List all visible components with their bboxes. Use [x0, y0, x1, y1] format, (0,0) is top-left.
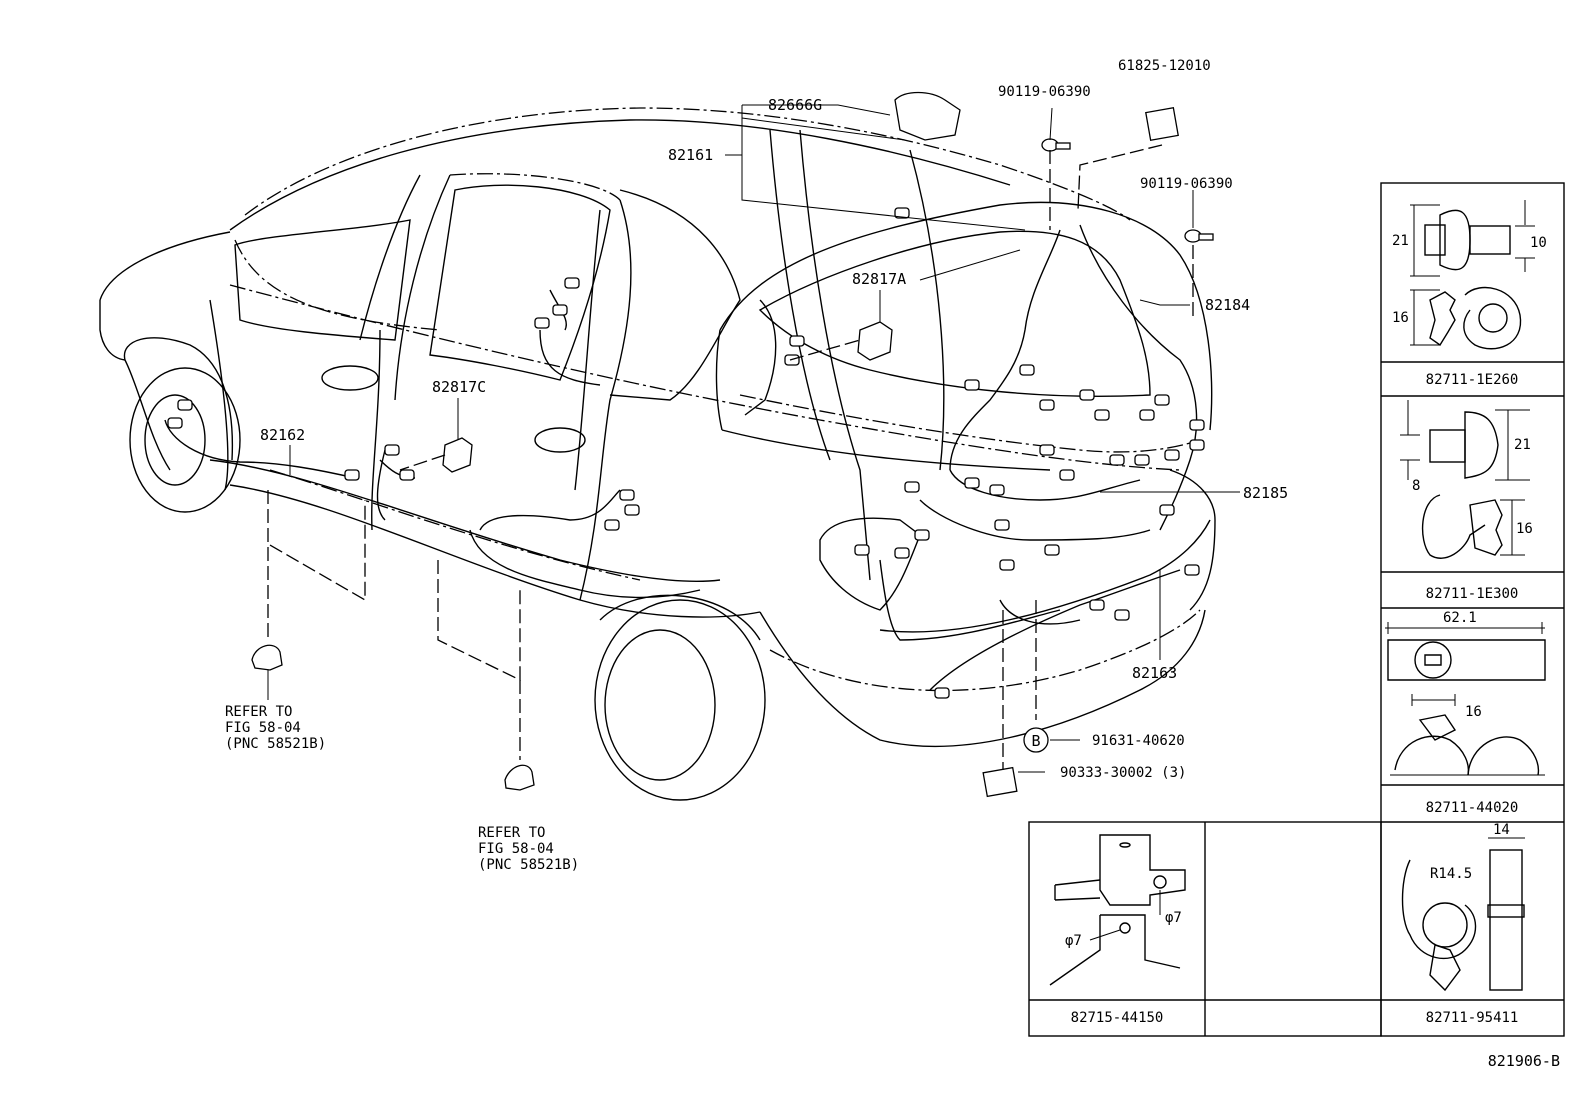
svg-text:62.1: 62.1 [1443, 610, 1477, 626]
bracket-panel [1028, 821, 1382, 1037]
clip-82711-95411-label: 82711-95411 [1426, 1010, 1519, 1026]
part-91631-40620: 91631-40620 [1092, 733, 1185, 749]
svg-text:φ7: φ7 [1165, 910, 1182, 926]
svg-text:R14.5: R14.5 [1430, 866, 1472, 882]
wire-harness [164, 91, 1214, 798]
part-82817A: 82817A [852, 270, 906, 288]
clip-82711-95411-drawing: 14 R14.5 [1401, 822, 1525, 992]
bolt-90119-a-icon [1041, 138, 1071, 152]
clip-panel-right [1380, 182, 1565, 1037]
clip-82711-1E300-label: 82711-1E300 [1426, 586, 1519, 602]
svg-text:16: 16 [1465, 704, 1482, 720]
part-82817C: 82817C [432, 378, 486, 396]
part-82162: 82162 [260, 426, 305, 444]
svg-text:φ7: φ7 [1065, 933, 1082, 949]
bracket-82715-44150-drawing: φ7 φ7 [1049, 834, 1186, 986]
part-90119-06390-a: 90119-06390 [998, 84, 1091, 100]
relay-block-82666G-icon [894, 91, 961, 141]
svg-text:(PNC 58521B): (PNC 58521B) [225, 736, 326, 752]
svg-text:16: 16 [1516, 521, 1533, 537]
part-61825-12010: 61825-12010 [1118, 58, 1211, 74]
marker-b-label: B [1031, 732, 1040, 750]
clip-82711-1E300-drawing: 21 8 16 [1400, 400, 1533, 559]
svg-text:14: 14 [1493, 822, 1510, 838]
clip-82711-44020-drawing: 62.1 16 [1385, 610, 1546, 776]
bracket-82715-44150-label: 82715-44150 [1071, 1010, 1164, 1026]
svg-text:FIG 58-04: FIG 58-04 [225, 720, 301, 736]
grommet-left-icon [251, 644, 283, 671]
part-90119-06390-b: 90119-06390 [1140, 176, 1233, 192]
part-82184: 82184 [1205, 296, 1250, 314]
leader-lines [267, 104, 1240, 773]
svg-text:16: 16 [1392, 310, 1409, 326]
part-82163: 82163 [1132, 664, 1177, 682]
svg-text:FIG 58-04: FIG 58-04 [478, 841, 554, 857]
svg-text:REFER TO: REFER TO [478, 825, 545, 841]
label-61825-icon [1145, 107, 1179, 141]
part-90333-30002: 90333-30002 (3) [1060, 765, 1186, 781]
label-90333-icon [982, 766, 1018, 798]
refer-note-center: REFER TO FIG 58-04 (PNC 58521B) [478, 825, 579, 873]
svg-text:21: 21 [1392, 233, 1409, 249]
refer-note-left: REFER TO FIG 58-04 (PNC 58521B) [225, 704, 326, 752]
grommet-center-icon [504, 764, 535, 791]
part-82161: 82161 [668, 146, 713, 164]
clip-82711-1E260-drawing: 21 10 16 [1392, 200, 1547, 350]
figure-code: 821906-B [1488, 1052, 1560, 1070]
bolt-90119-b-icon [1184, 229, 1214, 243]
svg-text:21: 21 [1514, 437, 1531, 453]
svg-text:8: 8 [1412, 478, 1420, 494]
svg-text:REFER TO: REFER TO [225, 704, 292, 720]
vehicle-outline [99, 107, 1216, 801]
relay-82817A-icon [857, 321, 893, 361]
relay-82817C-icon [442, 437, 473, 473]
part-82185: 82185 [1243, 484, 1288, 502]
marker-b-icon [1023, 727, 1049, 753]
svg-text:10: 10 [1530, 235, 1547, 251]
part-82666G: 82666G [768, 96, 822, 114]
clip-82711-44020-label: 82711-44020 [1426, 800, 1519, 816]
svg-text:(PNC 58521B): (PNC 58521B) [478, 857, 579, 873]
clip-82711-1E260-label: 82711-1E260 [1426, 372, 1519, 388]
